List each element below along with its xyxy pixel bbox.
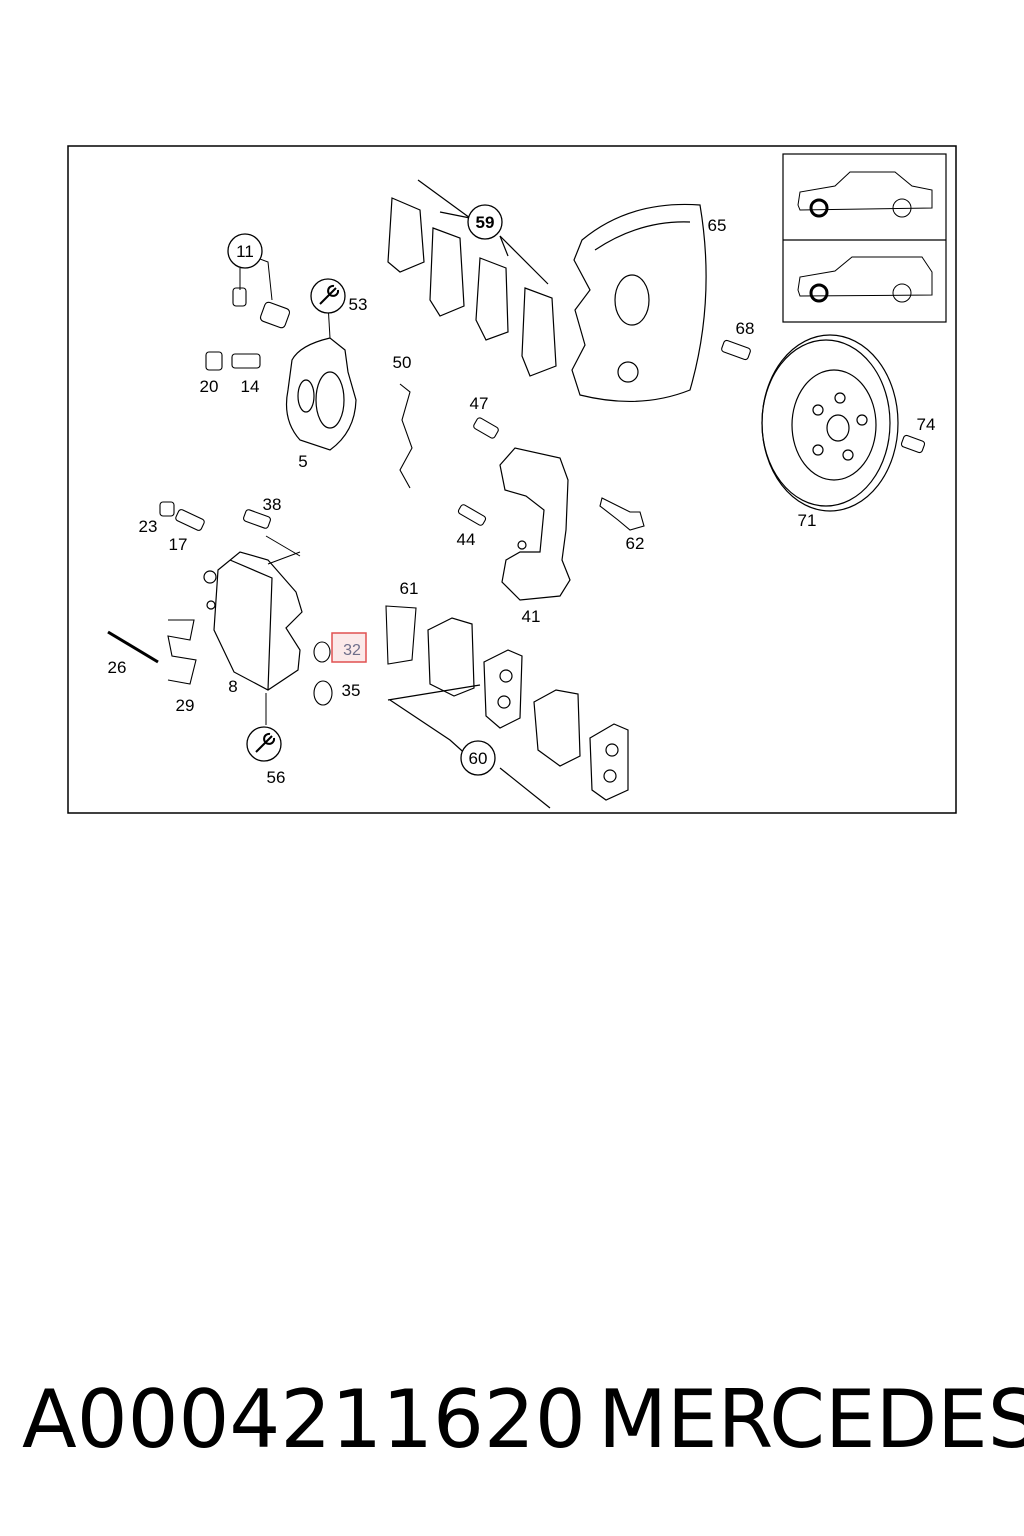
brake-parts-diagram: 11 59 60 53 56 20 14 5 50 47 65 68 74 71… bbox=[67, 145, 957, 814]
callout-74: 74 bbox=[917, 415, 936, 434]
caliper-front bbox=[285, 337, 357, 451]
leader-lines bbox=[239, 255, 331, 725]
brake-pads-set-upper bbox=[387, 179, 557, 377]
callout-65: 65 bbox=[708, 216, 727, 235]
wrench-icon bbox=[255, 284, 340, 753]
caliper-rear bbox=[203, 551, 303, 691]
callout-61: 61 bbox=[400, 579, 419, 598]
plate-61 bbox=[385, 605, 417, 665]
brake-pads-set-lower bbox=[387, 617, 629, 809]
pin-44 bbox=[457, 504, 487, 526]
bushing-11a bbox=[232, 287, 247, 307]
callout-38: 38 bbox=[263, 495, 282, 514]
callout-17: 17 bbox=[169, 535, 188, 554]
callout-47: 47 bbox=[470, 394, 489, 413]
screw-47 bbox=[473, 417, 499, 439]
cap-20 bbox=[205, 351, 223, 371]
callout-5: 5 bbox=[298, 452, 307, 471]
seal-32 bbox=[313, 641, 331, 663]
dust-shield bbox=[571, 203, 707, 403]
callout-23: 23 bbox=[139, 517, 158, 536]
callout-68: 68 bbox=[736, 319, 755, 338]
wagon-icon bbox=[797, 256, 933, 303]
callout-60: 60 bbox=[469, 749, 488, 768]
sedan-icon bbox=[797, 171, 933, 218]
sleeve-11b bbox=[259, 301, 291, 329]
bolt-14 bbox=[231, 353, 261, 369]
brake-disc bbox=[761, 334, 899, 512]
callout-26: 26 bbox=[108, 658, 127, 677]
callout-35: 35 bbox=[342, 681, 361, 700]
sensor-62 bbox=[599, 497, 645, 531]
callout-62: 62 bbox=[626, 534, 645, 553]
callout-53: 53 bbox=[349, 295, 368, 314]
callout-44: 44 bbox=[457, 530, 476, 549]
highlight-box-32[interactable] bbox=[331, 632, 367, 663]
callout-59: 59 bbox=[476, 213, 495, 232]
vehicle-variant-panel bbox=[782, 153, 947, 323]
seal-35 bbox=[313, 680, 333, 706]
callout-11: 11 bbox=[236, 242, 254, 261]
bolt-68 bbox=[721, 339, 751, 361]
callout-56: 56 bbox=[267, 768, 286, 787]
brand-name: MERCEDES bbox=[598, 1373, 1024, 1466]
callout-29: 29 bbox=[176, 696, 195, 715]
callout-20: 20 bbox=[200, 377, 219, 396]
spring-29 bbox=[167, 619, 197, 685]
callout-32: 32 bbox=[343, 642, 361, 659]
part-number: A0004211620 bbox=[22, 1373, 586, 1466]
caliper-carrier bbox=[499, 447, 571, 601]
diagram-frame bbox=[67, 145, 957, 814]
circle-callouts bbox=[227, 204, 503, 776]
screw-74 bbox=[900, 434, 926, 454]
cap-23 bbox=[159, 501, 175, 517]
small-hardware bbox=[107, 287, 926, 706]
footer: A0004211620 MERCEDES bbox=[0, 1370, 1024, 1470]
callout-41: 41 bbox=[522, 607, 541, 626]
callout-8: 8 bbox=[228, 677, 237, 696]
callout-50: 50 bbox=[393, 353, 412, 372]
screw-38 bbox=[243, 509, 271, 529]
bleeder-17 bbox=[175, 509, 205, 531]
callout-71: 71 bbox=[798, 511, 817, 530]
pin-26 bbox=[107, 630, 159, 664]
callout-14: 14 bbox=[241, 377, 260, 396]
wire-50 bbox=[399, 383, 413, 489]
